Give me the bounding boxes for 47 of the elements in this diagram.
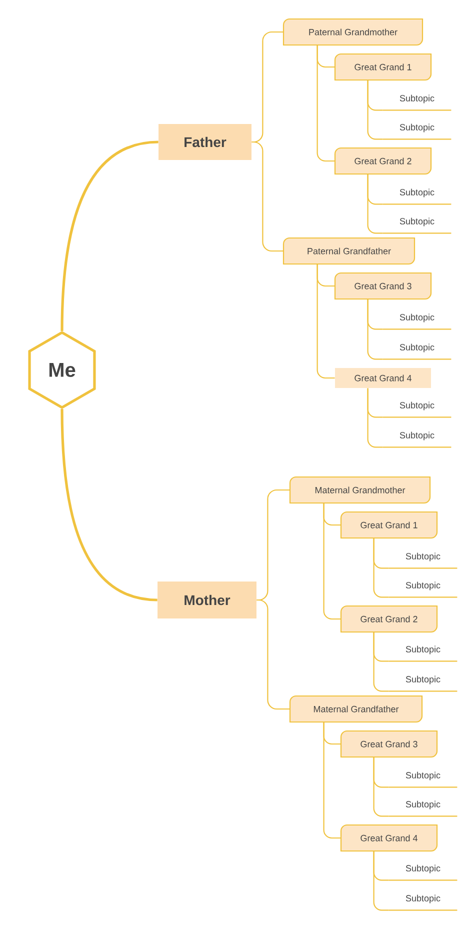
connector bbox=[373, 757, 389, 817]
subtopic-label: Subtopic bbox=[388, 676, 458, 692]
connector bbox=[252, 141, 284, 252]
connector bbox=[256, 599, 290, 710]
grandparent-box: Maternal Grandfather bbox=[289, 695, 423, 723]
subtopic-label: Subtopic bbox=[382, 314, 452, 330]
connector bbox=[367, 174, 383, 234]
great-grandparent-box: Great Grand 2 bbox=[334, 147, 432, 175]
great-grandparent-box: Great Grand 1 bbox=[340, 511, 438, 539]
grandparent-box: Paternal Grandfather bbox=[282, 237, 416, 265]
subtopic-label: Subtopic bbox=[388, 772, 458, 788]
connector bbox=[323, 722, 341, 839]
subtopic-label: Subtopic bbox=[382, 188, 452, 205]
connector bbox=[367, 388, 383, 448]
connector bbox=[373, 851, 389, 911]
subtopic-label: Subtopic bbox=[382, 124, 452, 140]
connector bbox=[60, 140, 158, 332]
great-grandparent-box: Great Grand 4 bbox=[335, 368, 431, 388]
connector bbox=[373, 538, 389, 598]
subtopic-label: Subtopic bbox=[382, 432, 452, 448]
connector bbox=[316, 45, 335, 162]
subtopic-label: Subtopic bbox=[382, 344, 452, 360]
connector bbox=[367, 299, 383, 360]
subtopic-label: Subtopic bbox=[388, 864, 458, 881]
subtopic-label: Subtopic bbox=[382, 94, 452, 111]
subtopic-label: Subtopic bbox=[388, 800, 458, 817]
subtopic-label: Subtopic bbox=[388, 646, 458, 662]
great-grandparent-box: Great Grand 1 bbox=[334, 53, 432, 81]
parent-box: Father bbox=[158, 124, 252, 160]
connector bbox=[60, 408, 158, 602]
grandparent-box: Paternal Grandmother bbox=[282, 18, 424, 46]
great-grandparent-box: Great Grand 3 bbox=[340, 730, 438, 758]
subtopic-label: Subtopic bbox=[382, 402, 452, 418]
connector bbox=[367, 80, 383, 140]
subtopic-label: Subtopic bbox=[388, 552, 458, 569]
connector bbox=[323, 503, 341, 620]
great-grandparent-box: Great Grand 2 bbox=[340, 605, 438, 633]
grandparent-box: Maternal Grandmother bbox=[289, 476, 431, 504]
connector bbox=[373, 632, 389, 692]
subtopic-label: Subtopic bbox=[388, 582, 458, 598]
subtopic-label: Subtopic bbox=[382, 218, 452, 234]
subtopic-label: Subtopic bbox=[388, 894, 458, 911]
hexagon-node: Me bbox=[28, 331, 96, 409]
great-grandparent-box: Great Grand 4 bbox=[340, 824, 438, 852]
parent-box: Mother bbox=[158, 582, 256, 618]
great-grandparent-box: Great Grand 3 bbox=[334, 272, 432, 300]
connector bbox=[316, 264, 335, 379]
